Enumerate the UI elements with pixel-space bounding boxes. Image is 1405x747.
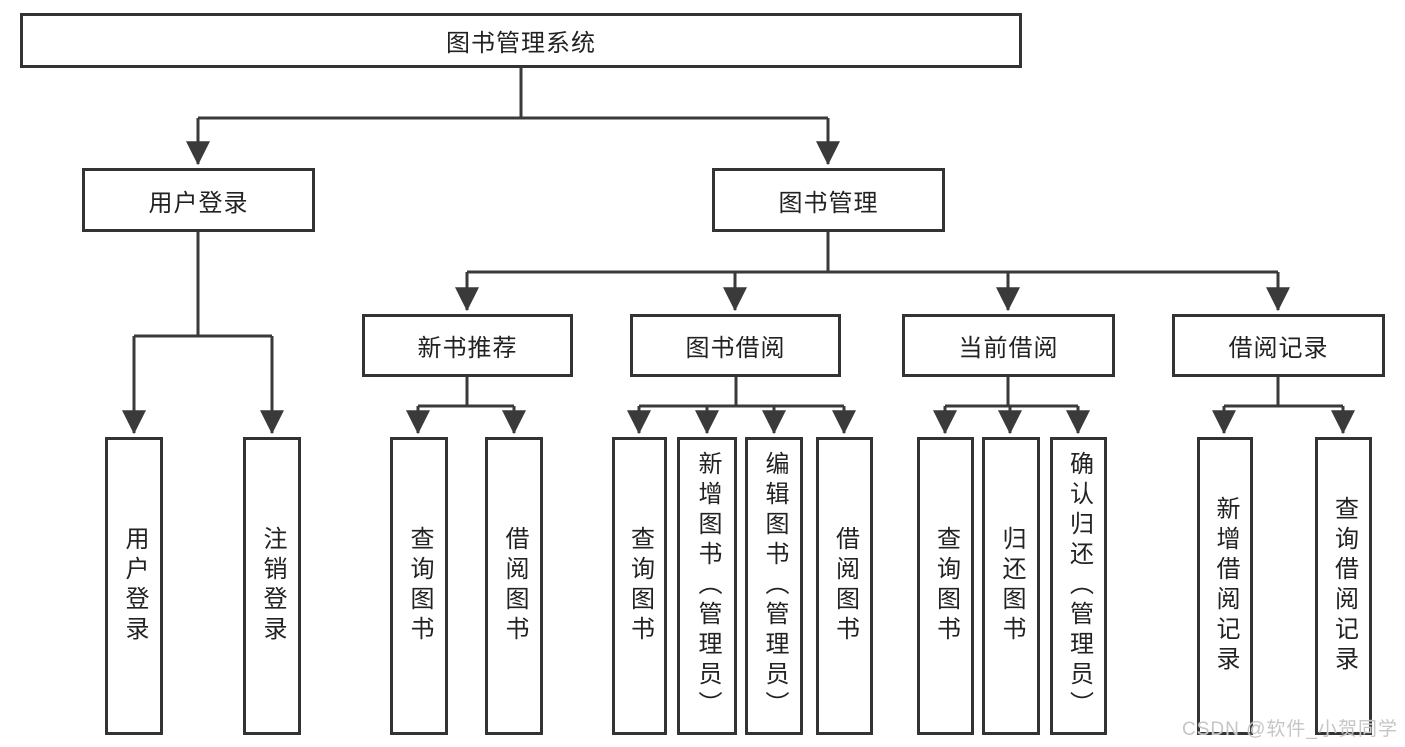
leaf-query-books-current: 查询图书 bbox=[917, 437, 974, 735]
leaf-confirm-return-admin: 确认归还（管理员） bbox=[1050, 437, 1107, 735]
leaf-return-books: 归还图书 bbox=[982, 437, 1040, 735]
leaf-query-books-recommend: 查询图书 bbox=[390, 437, 448, 735]
leaf-add-books-admin: 新增图书（管理员） bbox=[677, 437, 737, 735]
leaf-edit-books-admin: 编辑图书（管理员） bbox=[745, 437, 803, 735]
leaf-borrow-books: 借阅图书 bbox=[816, 437, 873, 735]
leaf-query-borrow-record: 查询借阅记录 bbox=[1315, 437, 1372, 735]
node-book-borrowing: 图书借阅 bbox=[630, 314, 841, 377]
node-borrowing-records: 借阅记录 bbox=[1172, 314, 1385, 377]
node-user-login-module: 用户登录 bbox=[82, 168, 315, 232]
csdn-watermark: CSDN @软件_小贺同学 bbox=[1182, 719, 1398, 740]
leaf-add-borrow-record: 新增借阅记录 bbox=[1197, 437, 1253, 735]
node-root-system: 图书管理系统 bbox=[20, 13, 1022, 68]
leaf-borrow-books-recommend: 借阅图书 bbox=[485, 437, 543, 735]
leaf-logout: 注销登录 bbox=[243, 437, 301, 735]
node-book-management-module: 图书管理 bbox=[712, 168, 945, 232]
leaf-user-login: 用户登录 bbox=[105, 437, 163, 735]
node-new-book-recommendation: 新书推荐 bbox=[362, 314, 573, 377]
arrow-connectors bbox=[122, 118, 1355, 435]
leaf-query-books-borrow: 查询图书 bbox=[612, 437, 667, 735]
node-current-borrowing: 当前借阅 bbox=[902, 314, 1115, 377]
